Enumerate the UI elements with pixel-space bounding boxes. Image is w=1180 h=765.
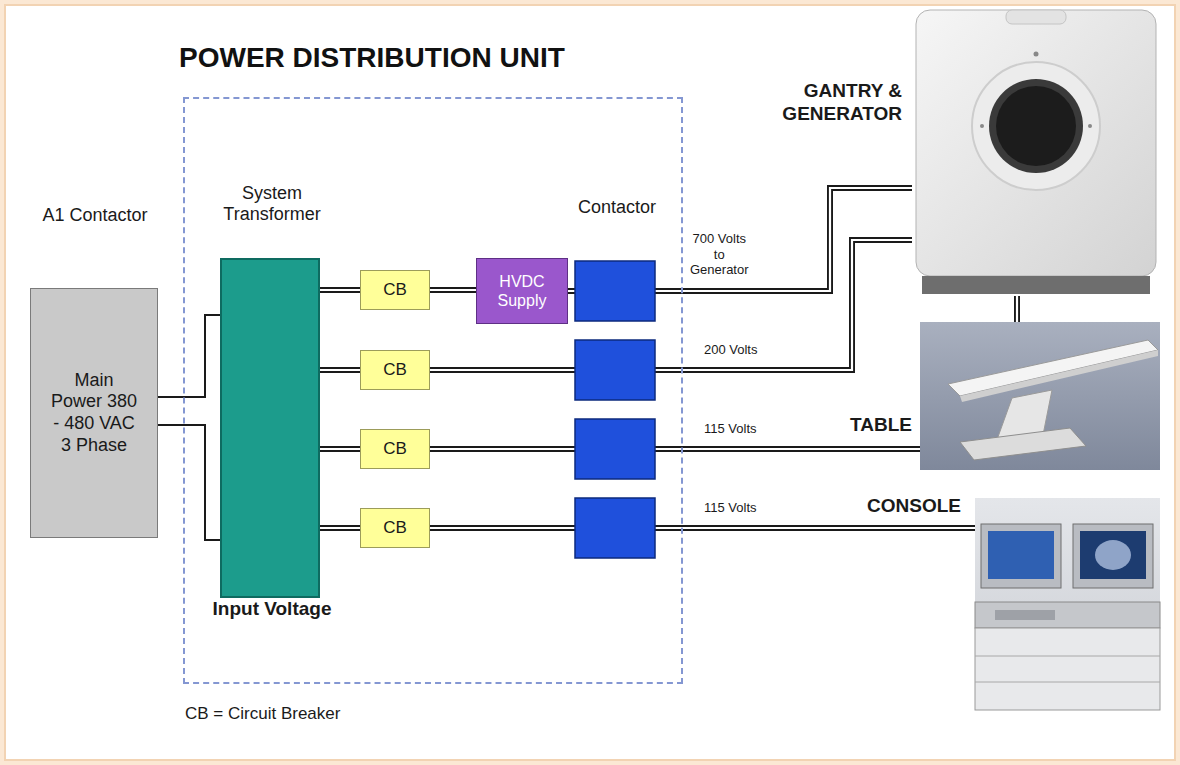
gantry-illustration: [916, 10, 1156, 294]
hvdc-label: HVDC Supply: [477, 272, 567, 310]
wire-line: [430, 446, 920, 452]
unit-heading: POWER DISTRIBUTION UNIT: [179, 41, 565, 75]
wire-core: [320, 448, 360, 450]
contactor-block: [575, 261, 655, 321]
circuit-breaker: CB: [360, 270, 430, 310]
input-voltage-note: Input Voltage: [212, 598, 332, 621]
power-wire: [430, 528, 975, 529]
wire-line: [430, 240, 912, 370]
wire-line: [1014, 296, 1020, 322]
main-power-box: A1 ContactorMain Power 380 - 480 VAC 3 P…: [30, 288, 158, 538]
voltage-label: 200 Volts: [702, 342, 760, 358]
wire-line: [320, 367, 360, 373]
power-distribution-unit: POWER DISTRIBUTION UNITSystem Transforme…: [183, 97, 683, 684]
wire-core: [320, 527, 360, 529]
wire-core: [430, 448, 920, 450]
wire-line: [320, 446, 360, 452]
gantry-heading: GANTRY & GENERATOR: [742, 80, 902, 126]
contactor-block: [575, 340, 655, 400]
wire-core: [430, 527, 975, 529]
circuit-breaker: CB: [360, 508, 430, 548]
breaker-label: CB: [383, 360, 407, 380]
gantry-unit: GANTRY & GENERATOR: [912, 8, 1160, 296]
power-wire: [320, 528, 360, 529]
wire-core: [430, 289, 476, 291]
breaker-label: CB: [383, 518, 407, 538]
contactor-heading: Contactor: [578, 197, 656, 219]
wire-line: [430, 287, 476, 293]
wire-line: [320, 525, 360, 531]
power-wire: [320, 290, 360, 291]
wire-core: [320, 289, 360, 291]
legend-note: CB = Circuit Breaker: [185, 704, 340, 724]
breaker-label: CB: [383, 439, 407, 459]
voltage-label: 115 Volts: [702, 500, 759, 516]
mains-rating: Main Power 380 - 480 VAC 3 Phase: [49, 370, 139, 456]
wire-line: [430, 525, 975, 531]
wire-core: [320, 369, 360, 371]
console-heading: CONSOLE: [867, 495, 961, 518]
page-ground: [5, 5, 1175, 760]
wire-core: [430, 240, 912, 370]
breaker-label: CB: [383, 280, 407, 300]
power-wire: [320, 449, 360, 450]
contactor-block: [575, 419, 655, 479]
transformer-heading: System Transformer: [202, 183, 342, 226]
system-transformer: System TransformerInput Voltage: [220, 258, 320, 598]
power-wire: [430, 449, 920, 450]
circuit-breaker: CB: [360, 429, 430, 469]
table-illustration: [920, 322, 1160, 470]
wire-core: [1016, 296, 1018, 322]
contactor-heading: A1 Contactor: [31, 205, 159, 227]
power-wire: [430, 290, 476, 291]
contactor-block: [575, 498, 655, 558]
power-wire: [1017, 296, 1018, 322]
circuit-breaker: CB: [360, 350, 430, 390]
hvdc-supply: HVDC Supply: [476, 258, 568, 324]
console-illustration: [975, 498, 1160, 710]
wire-line: [158, 315, 220, 540]
power-wire: [320, 370, 360, 371]
voltage-label: 115 Volts: [702, 421, 759, 437]
voltage-label: 700 Volts to Generator: [688, 231, 751, 278]
operator-console: CONSOLE: [975, 498, 1160, 710]
power-wire: [430, 240, 912, 370]
wire-line: [320, 287, 360, 293]
table-heading: TABLE: [850, 414, 912, 437]
power-wire: [158, 315, 220, 540]
patient-table: TABLE: [920, 322, 1160, 470]
